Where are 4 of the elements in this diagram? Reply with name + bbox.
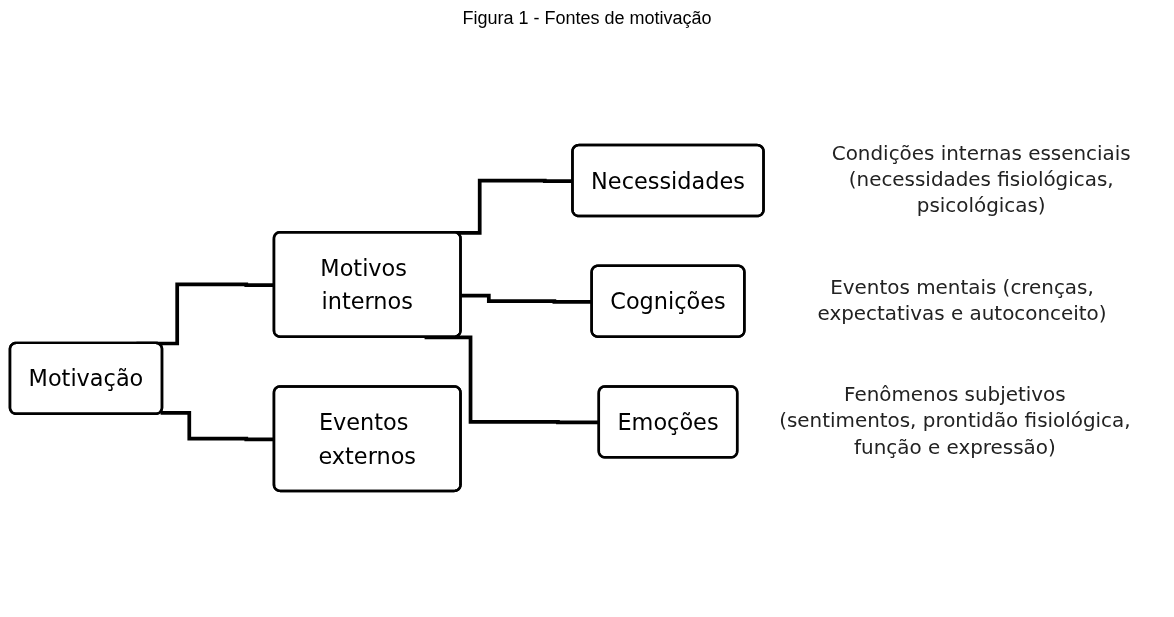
description-text: Eventos mentais (crenças, expectativas e autoconceito)	[816, 275, 1108, 327]
description-text: Condições internas essenciais (necessidades fisiológicas, psicológicas)	[830, 141, 1132, 220]
description-text: Fenômenos subjetivos (sentimentos, prontidão fisiológica, função e expressão)	[778, 383, 1132, 461]
figure-title: Figura 1 - Fontes de motivação	[461, 7, 713, 30]
